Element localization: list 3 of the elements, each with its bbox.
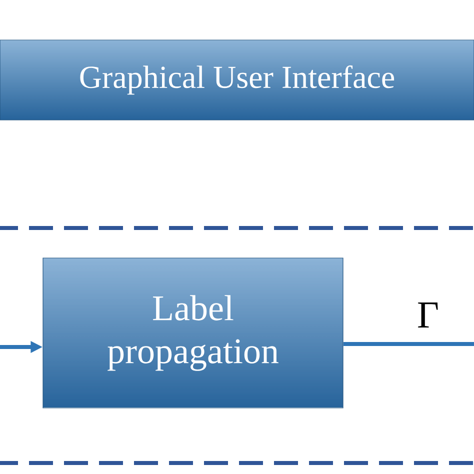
banner-box: Graphical User Interface <box>0 40 474 120</box>
edge-label: Γ <box>418 302 438 328</box>
process-box: Label propagation <box>42 258 344 408</box>
